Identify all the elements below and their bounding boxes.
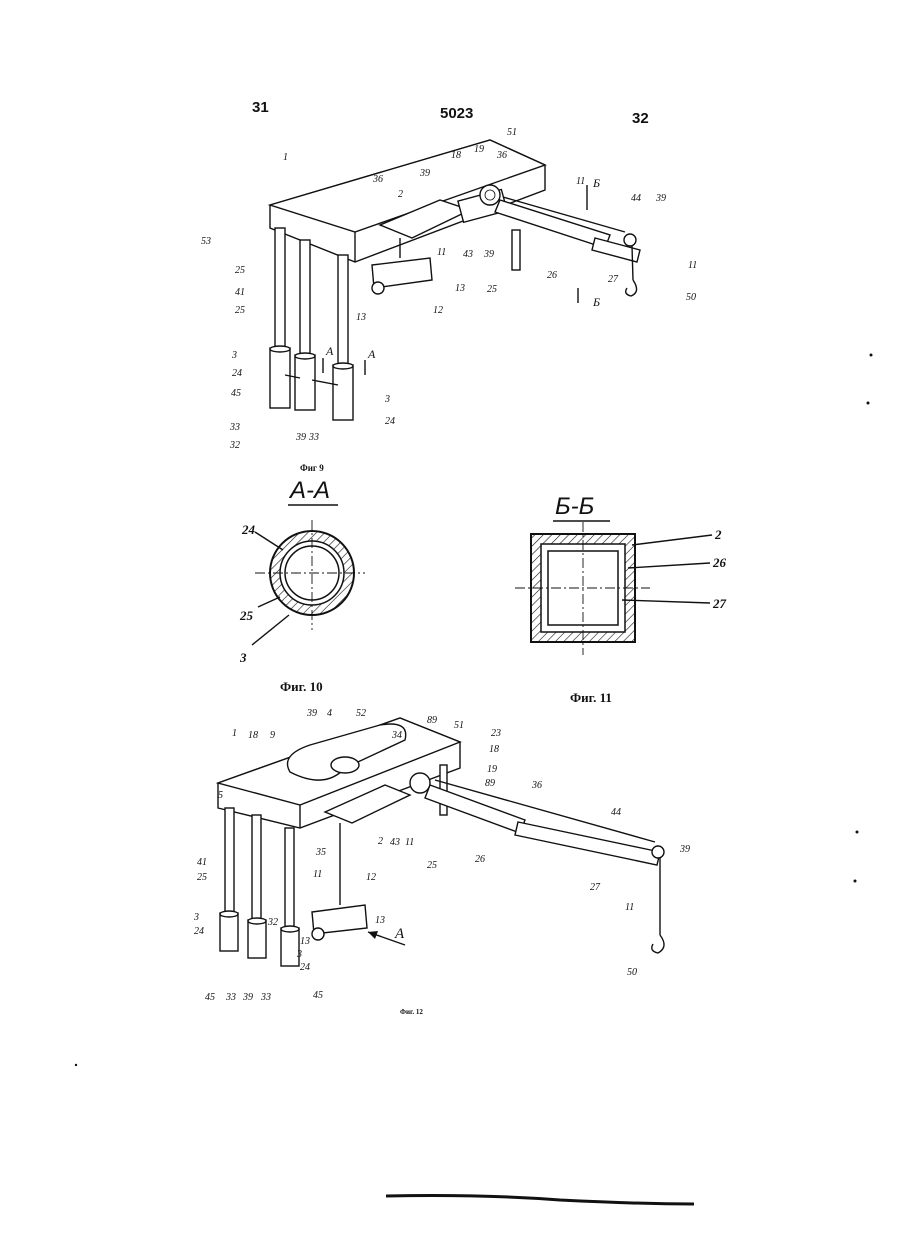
fig12-label: 13 [375, 915, 385, 926]
fig9-label: 3 [231, 350, 237, 361]
fig10-label: 24 [241, 522, 256, 537]
fig12-label: 35 [315, 847, 326, 858]
fig12-label: 45 [313, 990, 323, 1001]
fig9-label: 36 [496, 150, 507, 161]
fig12-label: 89 [427, 715, 437, 726]
fig9-label: 53 [201, 236, 211, 247]
fig12-label: 23 [491, 728, 501, 739]
fig12-label: 44 [611, 807, 621, 818]
fig9-label: 13 [455, 283, 465, 294]
fig9-label: 32 [229, 440, 240, 451]
fig9-label: 26 [547, 270, 557, 281]
fig9-label: 25 [235, 305, 245, 316]
fig12-label: 25 [427, 860, 437, 871]
fig9-label: 51 [507, 127, 517, 138]
fig12-label: 18 [248, 730, 258, 741]
fig12-label: 33 [225, 992, 236, 1003]
fig9-label: 33 [308, 432, 319, 443]
fig9-label: 24 [232, 368, 242, 379]
fig9-label: 18 [451, 150, 461, 161]
fig9-section-mark: Б [592, 176, 600, 190]
fig9-label: 39 [655, 193, 666, 204]
fig12-label: 45 [205, 992, 215, 1003]
fig12-label: 33 [260, 992, 271, 1003]
fig12-label: 50 [627, 967, 637, 978]
fig10-caption: Фиг. 10 [280, 679, 323, 694]
fig10-label: 25 [239, 608, 254, 623]
fig9-label: 13 [356, 312, 366, 323]
fig9-label: 45 [231, 388, 241, 399]
scan-artifacts [75, 354, 873, 1205]
fig12-label: 12 [366, 872, 376, 883]
fig9-section-mark: Б [592, 295, 600, 309]
fig9-label: 3 [384, 394, 390, 405]
fig12-label: 52 [356, 708, 366, 719]
fig12-label: 11 [625, 902, 634, 913]
fig9-label: 43 [463, 249, 473, 260]
fig9-label: 11 [688, 260, 697, 271]
fig12-label: 89 [485, 778, 495, 789]
fig9-label: 19 [474, 144, 484, 155]
fig12-label: 26 [475, 854, 485, 865]
fig12-label: 43 [390, 837, 400, 848]
fig12-label: 9 [270, 730, 275, 741]
fig12-label: 1 [232, 728, 237, 739]
fig9-label: 33 [229, 422, 240, 433]
fig9-label: 11 [437, 247, 446, 258]
fig9-label: 36 [372, 174, 383, 185]
fig9-label: 39 [295, 432, 306, 443]
fig9-label: 41 [235, 287, 245, 298]
fig9-label: 2 [398, 189, 403, 200]
fig12-label: 39 [242, 992, 253, 1003]
fig12-section-arrow-label: А [394, 926, 405, 942]
fig9-label: 50 [686, 292, 696, 303]
fig12-label: 39 [679, 844, 690, 855]
fig11-label: 27 [712, 596, 727, 611]
fig12-label: 32 [267, 917, 278, 928]
fig12-label: 13 [300, 936, 310, 947]
fig9-caption: Фиг 9 [300, 463, 324, 473]
fig9-section-mark: А [367, 347, 376, 361]
fig12-label: 39 [306, 708, 317, 719]
fig9-label: 12 [433, 305, 443, 316]
fig12-label: 24 [194, 926, 204, 937]
fig9-label: 39 [483, 249, 494, 260]
fig12-label: 3 [193, 912, 199, 923]
figure-10-section-aa: А-А 24 25 3 Фиг. 10 [239, 477, 365, 694]
fig10-section-title: А-А [288, 477, 330, 504]
fig12-label: 51 [454, 720, 464, 731]
fig9-label: 11 [576, 176, 585, 187]
fig12-label: 41 [197, 857, 207, 868]
fig12-label: 36 [531, 780, 542, 791]
fig11-caption: Фиг. 11 [570, 690, 612, 705]
fig12-label: 24 [300, 962, 310, 973]
fig12-label: 2 [378, 836, 383, 847]
fig12-label: 5 [218, 790, 223, 801]
fig12-caption: Фиг. 12 [400, 1008, 423, 1016]
fig12-label: 3 [296, 949, 302, 960]
fig12-label: 18 [489, 744, 499, 755]
fig9-label: 25 [487, 284, 497, 295]
fig12-label: 11 [313, 869, 322, 880]
fig12-label: 34 [391, 730, 402, 741]
fig9-label: 25 [235, 265, 245, 276]
fig11-label: 2 [714, 527, 722, 542]
fig11-label: 26 [712, 555, 727, 570]
fig9-section-mark: А [325, 344, 334, 358]
figure-11-section-bb: Б-Б 2 26 27 Фиг. 11 [515, 493, 727, 705]
fig12-label: 11 [405, 837, 414, 848]
figure-12-crane-drawing [218, 718, 664, 966]
fig12-label: 19 [487, 764, 497, 775]
fig10-label: 3 [239, 650, 247, 665]
fig9-label: 44 [631, 193, 641, 204]
fig9-label: 27 [608, 274, 619, 285]
fig12-label: 25 [197, 872, 207, 883]
fig9-label: 1 [283, 152, 288, 163]
fig11-section-title: Б-Б [555, 493, 594, 520]
fig12-label: 4 [327, 708, 332, 719]
fig9-label: 39 [419, 168, 430, 179]
fig9-label: 24 [385, 416, 395, 427]
fig12-label: 27 [590, 882, 601, 893]
